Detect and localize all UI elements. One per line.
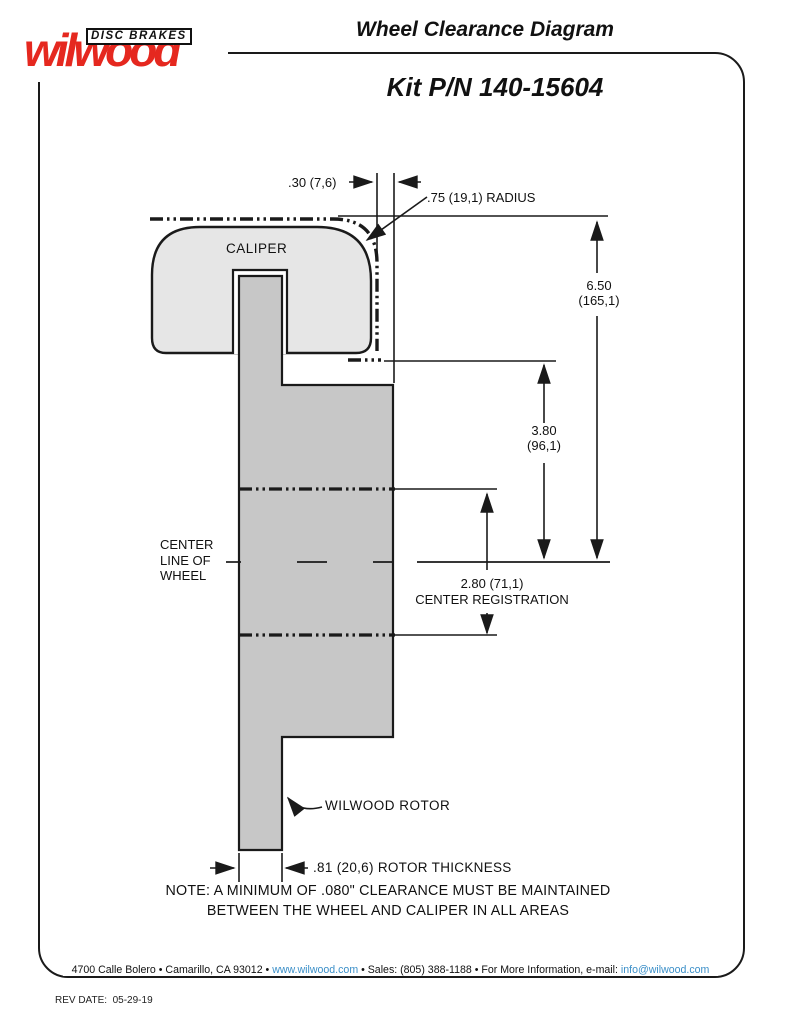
- footer-website-link[interactable]: www.wilwood.com: [272, 964, 359, 976]
- clearance-note-line2: BETWEEN THE WHEEL AND CALIPER IN ALL ARE…: [206, 902, 570, 919]
- caliper-label: CALIPER: [226, 241, 288, 256]
- register-lines: [239, 487, 395, 637]
- clearance-note-line1: NOTE: A MINIMUM OF .080" CLEARANCE MUST …: [165, 883, 611, 899]
- footer-email-link[interactable]: info@wilwood.com: [620, 964, 710, 976]
- dim-center-registration-value: 2.80 (71,1): [460, 576, 524, 591]
- footer-sales: • Sales: (805) 388-1188 • For More Infor…: [358, 964, 621, 976]
- dim-overall-in: 6.50: [586, 278, 612, 293]
- footer-address: 4700 Calle Bolero • Camarillo, CA 93012 …: [71, 964, 273, 976]
- dim-center-registration-label: 2.80 (71,1) CENTER REGISTRATION: [392, 576, 592, 608]
- clearance-note: NOTE: A MINIMUM OF .080" CLEARANCE MUST …: [95, 882, 681, 921]
- dim-radius-label: .75 (19,1) RADIUS: [427, 190, 536, 205]
- centerline-label: CENTER LINE OF WHEEL: [160, 537, 213, 584]
- dim-center-registration-caption: CENTER REGISTRATION: [415, 592, 569, 607]
- centerline-label-line1: CENTER: [160, 537, 214, 552]
- disc-brakes-badge: DISC BRAKES: [86, 28, 192, 45]
- dim-overall-label: 6.50 (165,1): [566, 278, 632, 308]
- footer-contact-line: 4700 Calle Bolero • Camarillo, CA 93012 …: [62, 964, 719, 976]
- dimension-arrows: [210, 175, 604, 875]
- centerline-label-line2: LINE OF: [160, 552, 211, 568]
- dim-rotor-thickness-label: .81 (20,6) ROTOR THICKNESS: [313, 860, 512, 875]
- dim-caliper-depth-label: 3.80 (96,1): [512, 423, 576, 453]
- centerline-label-line3: WHEEL: [160, 568, 207, 583]
- dim-overall-mm: (165,1): [578, 293, 620, 308]
- dim-caliper-depth-mm: (96,1): [527, 438, 561, 453]
- dim-caliper-depth-in: 3.80: [531, 423, 557, 438]
- dim-gap-label: .30 (7,6): [288, 175, 337, 190]
- rev-date: REV DATE: 05-29-19: [55, 995, 153, 1006]
- page-title: Wheel Clearance Diagram: [356, 18, 614, 41]
- kit-part-number: Kit P/N 140-15604: [386, 72, 604, 102]
- rotor-shape: [237, 274, 395, 852]
- page-border: [38, 52, 745, 978]
- rotor-label: WILWOOD ROTOR: [325, 798, 451, 813]
- extension-lines: [238, 173, 608, 882]
- wilwood-logo: DISC BRAKES wilwood: [24, 10, 228, 82]
- footer: 4700 Calle Bolero • Camarillo, CA 93012 …: [38, 964, 743, 976]
